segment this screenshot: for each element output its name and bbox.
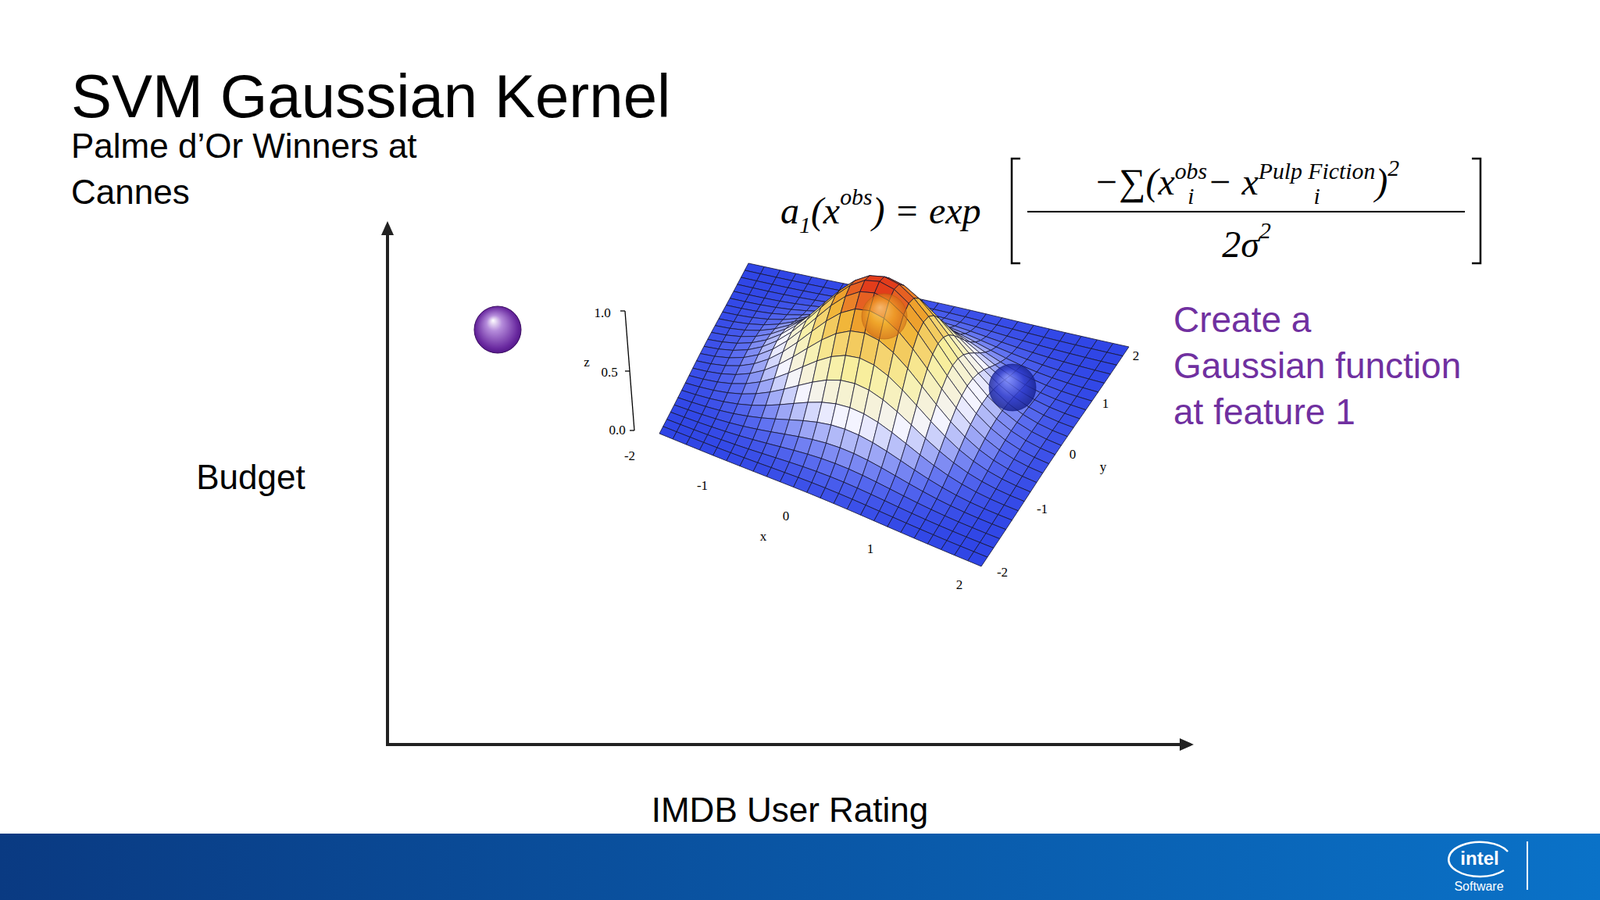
axis-letter: y bbox=[1100, 459, 1108, 475]
formula-term: 1 bbox=[799, 210, 811, 237]
axis-title: IMDB User Rating bbox=[651, 789, 929, 832]
formula-lhs: a1(xobs) = exp bbox=[780, 182, 981, 240]
tick-label: -1 bbox=[1036, 501, 1048, 518]
y-axis bbox=[385, 232, 390, 745]
axis-letter: z bbox=[583, 354, 590, 371]
note-text: Create a Gaussian function at feature 1 bbox=[1173, 296, 1471, 436]
tick-label: 1 bbox=[1102, 396, 1110, 412]
tick-label: 0 bbox=[782, 508, 790, 525]
tick-label: 2 bbox=[956, 577, 964, 593]
formula-term: obs bbox=[839, 183, 872, 210]
formula-term: − x bbox=[1207, 160, 1259, 203]
tick-label: 1 bbox=[867, 541, 875, 558]
numerator: −∑(xobsi− xPulp Fictioni)2 bbox=[1027, 153, 1465, 208]
index-stack: Pulp Fictioni bbox=[1258, 158, 1376, 208]
formula-term: i bbox=[1258, 183, 1376, 208]
plot-axes bbox=[620, 310, 635, 431]
formula-term: 2 bbox=[1387, 154, 1400, 181]
denominator: 2σ2 bbox=[1027, 215, 1465, 269]
formula-term: 2σ bbox=[1221, 223, 1260, 265]
tick bbox=[629, 429, 635, 431]
formula-term: Pulp Fiction bbox=[1258, 158, 1376, 183]
axis-arrowhead bbox=[381, 221, 394, 236]
slide-title: SVM Gaussian Kernel bbox=[71, 65, 671, 127]
axis-title: Budget bbox=[196, 457, 305, 499]
logo-subtext: Software bbox=[1453, 878, 1504, 894]
x-axis bbox=[385, 742, 1182, 747]
bracket bbox=[1469, 156, 1484, 266]
fraction-bar bbox=[1027, 210, 1465, 213]
formula-term: obs bbox=[1175, 158, 1208, 183]
formula-term: −∑(x bbox=[1093, 160, 1175, 203]
orange-sphere bbox=[861, 293, 908, 340]
bracket-stroke bbox=[1011, 158, 1021, 264]
tick-label: 0 bbox=[1069, 446, 1077, 463]
axis-arrowhead bbox=[1179, 738, 1194, 751]
surface-cell bbox=[967, 551, 988, 567]
logo-text: intel bbox=[1460, 847, 1499, 871]
tick-label: -2 bbox=[624, 448, 636, 465]
formula-term: a bbox=[780, 189, 800, 232]
purple-sphere bbox=[474, 306, 522, 354]
index-stack: obsi bbox=[1175, 158, 1208, 208]
formula-term: 2 bbox=[1259, 217, 1272, 243]
bracket bbox=[1008, 156, 1023, 266]
axis-letter: x bbox=[760, 528, 768, 545]
formula-term: (x bbox=[810, 189, 840, 232]
logo-swoosh bbox=[1448, 842, 1508, 877]
footer-bar bbox=[0, 833, 1600, 900]
blue-sphere bbox=[989, 364, 1036, 411]
logo-divider bbox=[1526, 841, 1529, 890]
tick bbox=[620, 310, 625, 311]
tick-label: 2 bbox=[1132, 348, 1140, 365]
tick-label: -2 bbox=[996, 564, 1008, 581]
bracket-stroke bbox=[1471, 158, 1481, 264]
subtitle: Palme d’Or Winners at Cannes bbox=[71, 122, 478, 215]
tick-label: 0.0 bbox=[608, 422, 625, 439]
z-axis bbox=[625, 310, 635, 431]
tick-label: 0.5 bbox=[600, 364, 618, 381]
formula-term: i bbox=[1175, 183, 1208, 208]
fraction: −∑(xobsi− xPulp Fictioni)22σ2 bbox=[1027, 153, 1465, 269]
tick-label: 1.0 bbox=[593, 305, 611, 322]
formula-term: ) bbox=[1375, 160, 1388, 203]
gaussian-surface bbox=[659, 263, 1129, 567]
tick-label: -1 bbox=[696, 478, 708, 494]
kernel-formula: a1(xobs) = exp−∑(xobsi− xPulp Fictioni)2… bbox=[780, 153, 1484, 269]
tick bbox=[625, 370, 630, 372]
formula-term: ) = exp bbox=[872, 189, 982, 232]
